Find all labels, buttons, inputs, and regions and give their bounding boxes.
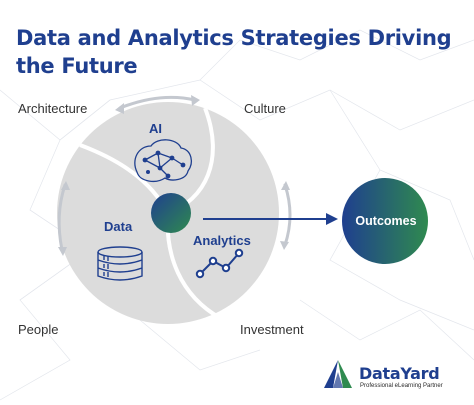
label-culture: Culture: [244, 101, 286, 116]
page-title: Data and Analytics Strategies Driving th…: [16, 26, 452, 78]
arrow-right: [283, 183, 292, 247]
segment-label-data: Data: [104, 219, 133, 234]
brain-network-icon: [134, 139, 192, 183]
datayard-logo-icon: [324, 360, 352, 388]
trend-line-icon: [195, 248, 244, 279]
cycle-arrowheads: [58, 95, 290, 256]
center-hub: [151, 193, 191, 233]
label-architecture: Architecture: [18, 101, 88, 116]
label-people: People: [18, 322, 59, 337]
outcome-arrow: [203, 213, 338, 225]
brand-tagline: Professional eLearning Partner: [360, 383, 443, 389]
database-icon: [97, 246, 143, 281]
arrow-left: [57, 183, 67, 252]
brand-logo: DataYard Professional eLearning Partner: [322, 358, 472, 394]
arrow-top: [118, 95, 197, 110]
outcomes-circle: [342, 178, 428, 264]
brand-name: DataYard: [359, 364, 440, 383]
segment-label-ai: AI: [149, 121, 162, 136]
segment-label-analytics: Analytics: [193, 233, 251, 248]
outcomes-label: Outcomes: [355, 214, 417, 228]
label-investment: Investment: [240, 322, 304, 337]
cycle-arrows: [57, 95, 292, 252]
